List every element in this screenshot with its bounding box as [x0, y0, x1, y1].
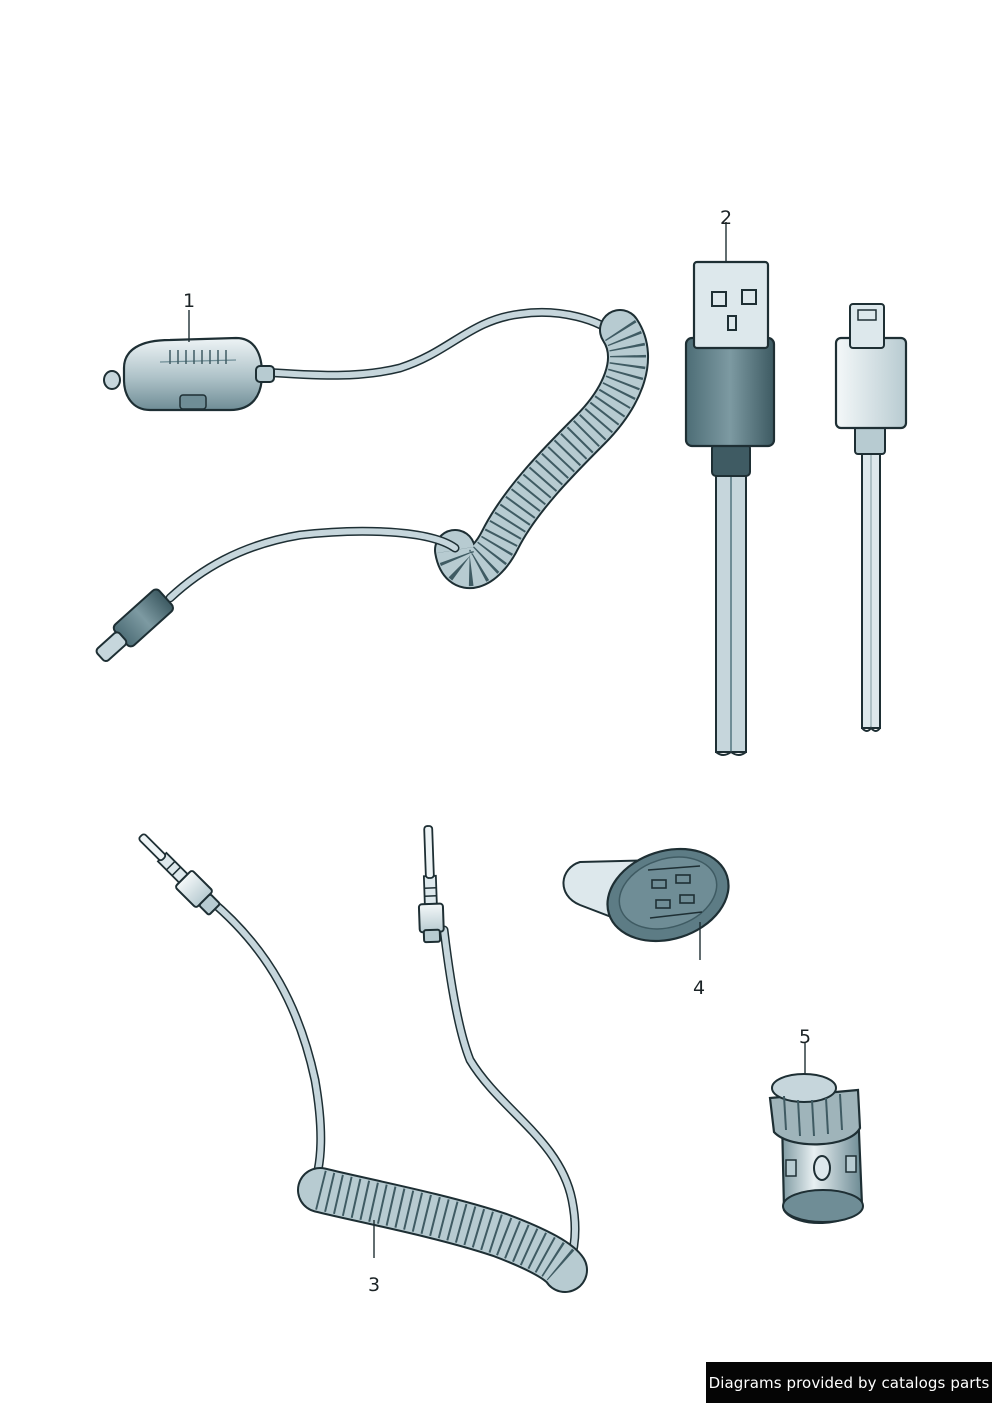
callout-3: 3	[368, 1274, 380, 1296]
car-charger-cable	[95, 307, 649, 663]
leader-lines	[188, 222, 806, 1258]
callout-1: 1	[183, 290, 195, 312]
callout-4: 4	[693, 977, 705, 999]
credit-text: Diagrams provided by catalogs parts	[708, 1373, 990, 1392]
aux-audio-cable	[138, 825, 588, 1293]
callout-2: 2	[720, 207, 732, 229]
adapter-plug	[562, 847, 730, 943]
credit-banner: Diagrams provided by catalogs parts	[706, 1362, 992, 1403]
callout-5: 5	[799, 1026, 811, 1048]
usb-lightning-cable	[684, 260, 908, 756]
socket-adapter	[768, 1073, 864, 1225]
